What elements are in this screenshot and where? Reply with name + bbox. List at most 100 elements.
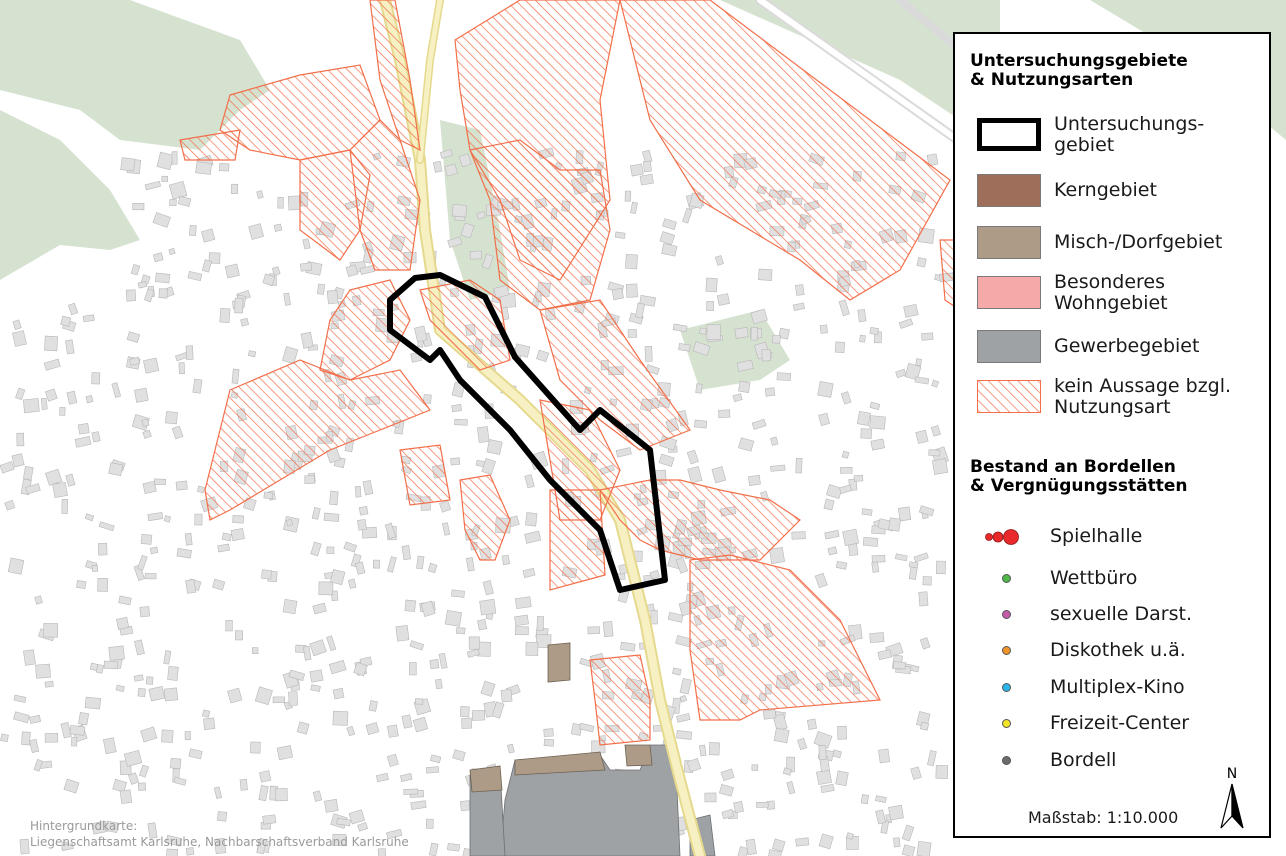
building	[400, 773, 413, 782]
building	[776, 372, 791, 381]
building	[144, 180, 162, 191]
building	[721, 808, 735, 820]
building	[375, 772, 389, 783]
building	[332, 687, 345, 700]
building	[163, 687, 179, 702]
building	[672, 667, 682, 676]
building	[137, 687, 146, 697]
building	[676, 713, 691, 723]
building	[901, 824, 915, 842]
bordell-dot	[1002, 756, 1011, 765]
building	[823, 498, 835, 511]
building	[184, 731, 191, 741]
building	[85, 395, 94, 404]
building	[178, 362, 185, 375]
building	[59, 406, 66, 416]
building	[827, 546, 838, 556]
hatched-parcels	[179, 0, 961, 746]
building	[323, 798, 339, 813]
building	[659, 231, 676, 246]
building	[869, 415, 886, 430]
building	[104, 820, 119, 834]
building	[203, 717, 216, 730]
building	[0, 461, 15, 474]
building	[491, 701, 505, 719]
building	[343, 541, 358, 553]
legend-label: Gewerbegebiet	[1054, 335, 1200, 357]
building	[455, 627, 466, 635]
building	[201, 709, 211, 718]
building	[918, 505, 935, 517]
north-arrow-icon: N	[1220, 766, 1244, 829]
building	[893, 661, 906, 670]
building	[893, 837, 901, 848]
building	[216, 811, 228, 822]
building	[77, 423, 90, 435]
building	[644, 346, 653, 362]
legend-title-poi: Bestand an Bordellen & Vergnügungsstätte…	[970, 457, 1188, 496]
building	[140, 533, 153, 545]
building	[870, 438, 885, 451]
building	[427, 562, 438, 574]
building	[271, 266, 281, 276]
building	[173, 776, 187, 786]
building	[706, 324, 721, 341]
building	[95, 663, 105, 674]
building	[177, 195, 192, 207]
building	[782, 767, 792, 776]
building	[838, 299, 850, 317]
building	[225, 620, 233, 632]
building	[625, 253, 638, 270]
building	[7, 557, 25, 575]
building	[764, 387, 776, 397]
building	[916, 840, 932, 856]
building	[332, 833, 347, 846]
building	[706, 300, 715, 312]
building	[694, 419, 708, 429]
building	[34, 595, 43, 605]
building	[439, 500, 452, 513]
building	[682, 207, 693, 224]
building	[871, 554, 886, 563]
building	[12, 330, 27, 347]
building	[310, 541, 322, 557]
building	[232, 514, 244, 524]
building	[630, 201, 638, 215]
building	[543, 728, 554, 738]
building	[91, 565, 99, 572]
building	[661, 243, 678, 257]
scale-label: Maßstab: 1:10.000	[1028, 808, 1179, 827]
building	[184, 532, 193, 546]
building	[44, 732, 59, 743]
building	[13, 694, 27, 703]
building	[791, 531, 806, 540]
building	[137, 280, 148, 289]
building	[416, 555, 425, 570]
building	[355, 561, 366, 575]
building	[22, 398, 40, 414]
building	[720, 768, 735, 782]
building	[662, 218, 677, 231]
building	[368, 700, 378, 712]
building	[25, 483, 41, 495]
building	[167, 665, 179, 681]
building	[672, 323, 688, 333]
study-area-swatch	[977, 118, 1041, 151]
building	[536, 349, 550, 363]
building	[734, 327, 749, 339]
building	[358, 505, 369, 516]
building	[420, 600, 436, 617]
building	[935, 560, 946, 575]
building	[579, 722, 595, 733]
building	[514, 596, 532, 610]
building	[11, 453, 25, 468]
building	[163, 515, 172, 523]
building	[188, 748, 203, 760]
building	[451, 203, 468, 218]
building	[0, 733, 9, 743]
building	[869, 632, 885, 643]
building	[165, 848, 179, 856]
building	[770, 436, 779, 446]
